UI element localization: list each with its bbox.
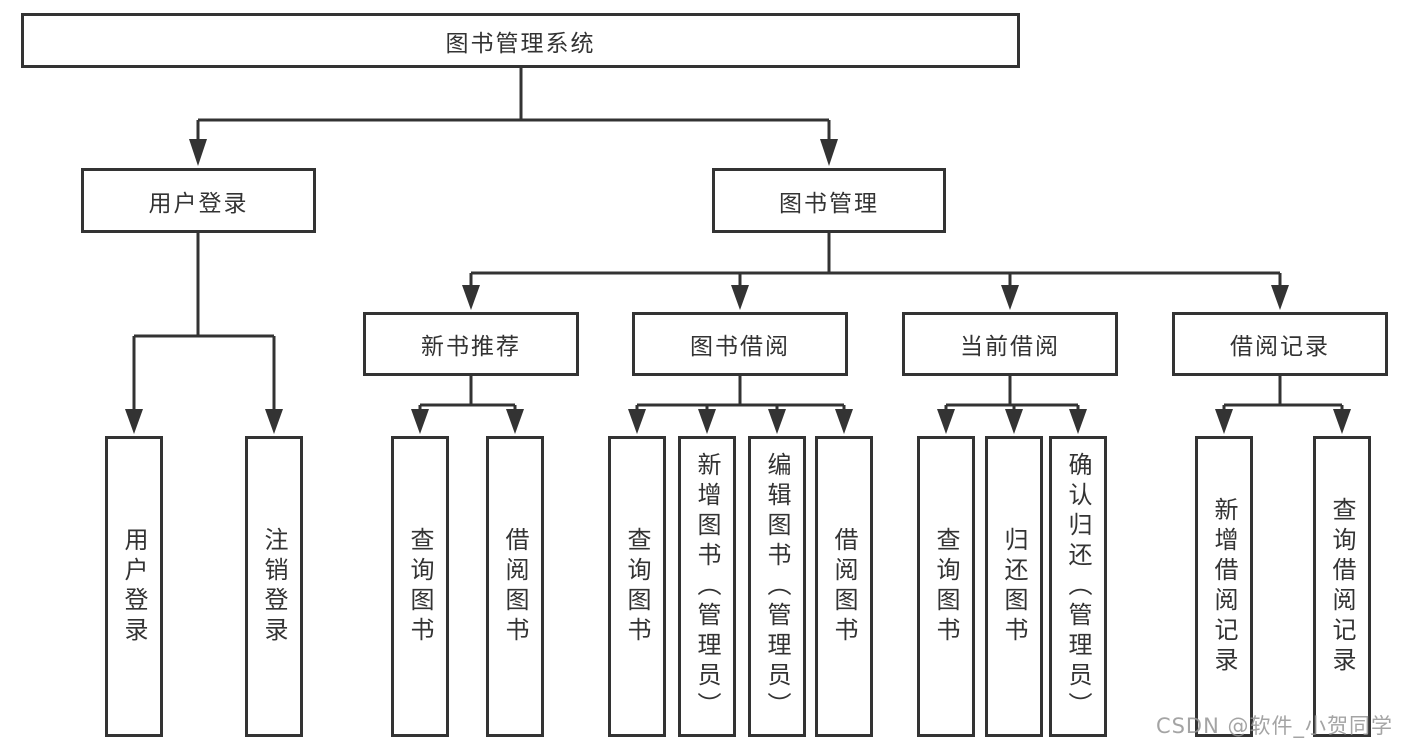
leaf-user-login-label: 用户登录	[120, 526, 148, 647]
node-user-login: 用户登录	[81, 168, 316, 233]
leaf-logout-login-label: 注销登录	[260, 526, 288, 647]
arrow-down-icon	[411, 409, 429, 434]
leaf-add-book-admin-label: 新增图书（管理员）	[693, 451, 721, 722]
node-current-borrow-label: 当前借阅	[960, 334, 1060, 360]
leaf-edit-book-admin-label: 编辑图书（管理员）	[763, 451, 791, 722]
leaf-edit-book-admin: 编辑图书（管理员）	[748, 436, 806, 737]
arrow-down-icon	[1271, 285, 1289, 310]
arrow-down-icon	[1005, 409, 1023, 434]
node-borrow-records-label: 借阅记录	[1230, 334, 1330, 360]
leaf-borrow-query-book-label: 查询图书	[623, 526, 651, 647]
arrow-down-icon	[189, 139, 207, 166]
node-current-borrow: 当前借阅	[902, 312, 1118, 376]
node-book-borrow: 图书借阅	[632, 312, 848, 376]
leaf-recommend-borrow-book: 借阅图书	[486, 436, 544, 737]
leaf-recommend-borrow-book-label: 借阅图书	[501, 526, 529, 647]
arrow-down-icon	[125, 409, 143, 434]
leaf-add-book-admin: 新增图书（管理员）	[678, 436, 736, 737]
leaf-borrow-query-book: 查询图书	[608, 436, 666, 737]
leaf-logout-login: 注销登录	[245, 436, 303, 737]
leaf-confirm-return-admin: 确认归还（管理员）	[1049, 436, 1107, 737]
node-book-management-label: 图书管理	[779, 190, 879, 217]
leaf-recommend-query-book-label: 查询图书	[406, 526, 434, 647]
leaf-confirm-return-admin-label: 确认归还（管理员）	[1064, 451, 1092, 722]
leaf-query-borrow-record-label: 查询借阅记录	[1328, 496, 1356, 677]
node-user-login-label: 用户登录	[148, 190, 249, 217]
connector-paths	[132, 67, 1344, 411]
arrow-down-icon	[506, 409, 524, 434]
arrow-down-icon	[1069, 409, 1087, 434]
leaf-return-book: 归还图书	[985, 436, 1043, 737]
leaf-borrow-borrow-book-label: 借阅图书	[830, 526, 858, 647]
arrow-down-icon	[731, 285, 749, 310]
node-root-label: 图书管理系统	[445, 30, 596, 57]
leaf-user-login: 用户登录	[105, 436, 163, 737]
arrow-down-icon	[1001, 285, 1019, 310]
node-new-book-recommend: 新书推荐	[363, 312, 579, 376]
leaf-borrow-borrow-book: 借阅图书	[815, 436, 873, 737]
arrow-down-icon	[462, 285, 480, 310]
leaf-current-query-book-label: 查询图书	[932, 526, 960, 647]
arrow-down-icon	[820, 139, 838, 166]
arrow-down-icon	[937, 409, 955, 434]
leaf-recommend-query-book: 查询图书	[391, 436, 449, 737]
leaf-current-query-book: 查询图书	[917, 436, 975, 737]
leaf-return-book-label: 归还图书	[1000, 526, 1028, 647]
arrow-down-icon	[768, 409, 786, 434]
leaf-add-borrow-record-label: 新增借阅记录	[1210, 496, 1238, 677]
node-borrow-records: 借阅记录	[1172, 312, 1388, 376]
arrowhead-icons	[125, 139, 1351, 434]
watermark: CSDN @软件_小贺同学	[1155, 714, 1393, 738]
node-book-management: 图书管理	[712, 168, 946, 233]
arrow-down-icon	[265, 409, 283, 434]
arrow-down-icon	[1215, 409, 1233, 434]
node-book-borrow-label: 图书借阅	[690, 334, 790, 360]
node-new-book-recommend-label: 新书推荐	[421, 334, 521, 360]
node-root: 图书管理系统	[21, 13, 1020, 68]
leaf-query-borrow-record: 查询借阅记录	[1313, 436, 1371, 737]
arrow-down-icon	[698, 409, 716, 434]
leaf-add-borrow-record: 新增借阅记录	[1195, 436, 1253, 737]
arrow-down-icon	[1333, 409, 1351, 434]
arrow-down-icon	[835, 409, 853, 434]
arrow-down-icon	[628, 409, 646, 434]
